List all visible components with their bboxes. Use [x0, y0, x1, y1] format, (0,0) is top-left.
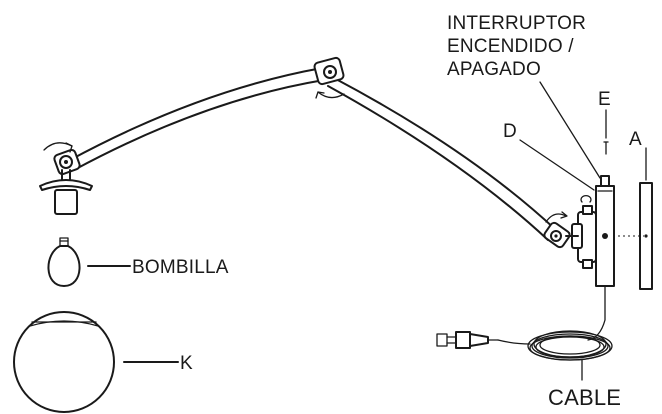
- screw-e: [603, 141, 609, 155]
- label-k: K: [180, 353, 193, 374]
- label-cable: CABLE: [548, 385, 621, 410]
- globe-shade-k: [13, 311, 115, 413]
- elbow-joint: [313, 56, 345, 86]
- label-switch-line1: INTERRUPTOR: [447, 13, 586, 34]
- power-cable: [497, 285, 613, 361]
- label-switch-line2: ENCENDIDO /: [447, 36, 574, 57]
- leader-d: [519, 139, 595, 191]
- lamp-head-joint: [53, 148, 81, 181]
- bracket-joint: [543, 221, 579, 249]
- wall-plate-a: [639, 182, 653, 290]
- label-switch-line3: APAGADO: [447, 59, 541, 80]
- label-a: A: [629, 129, 642, 150]
- label-e: E: [598, 89, 611, 110]
- lamp-socket: [39, 179, 93, 215]
- arm-segment-upper: [69, 67, 325, 171]
- label-d: D: [503, 121, 517, 142]
- switch: [600, 175, 610, 187]
- bulb-illustration: [47, 237, 81, 287]
- arm-segment-lower: [327, 77, 557, 241]
- label-bulb: BOMBILLA: [132, 257, 229, 278]
- rotate-arrow-bracket: [545, 213, 567, 223]
- swivel-bracket: [571, 194, 597, 269]
- rotate-arrow-elbow: [317, 91, 345, 99]
- wall-bracket-body: [595, 175, 615, 287]
- leader-switch: [539, 81, 601, 179]
- power-plug: [436, 331, 499, 349]
